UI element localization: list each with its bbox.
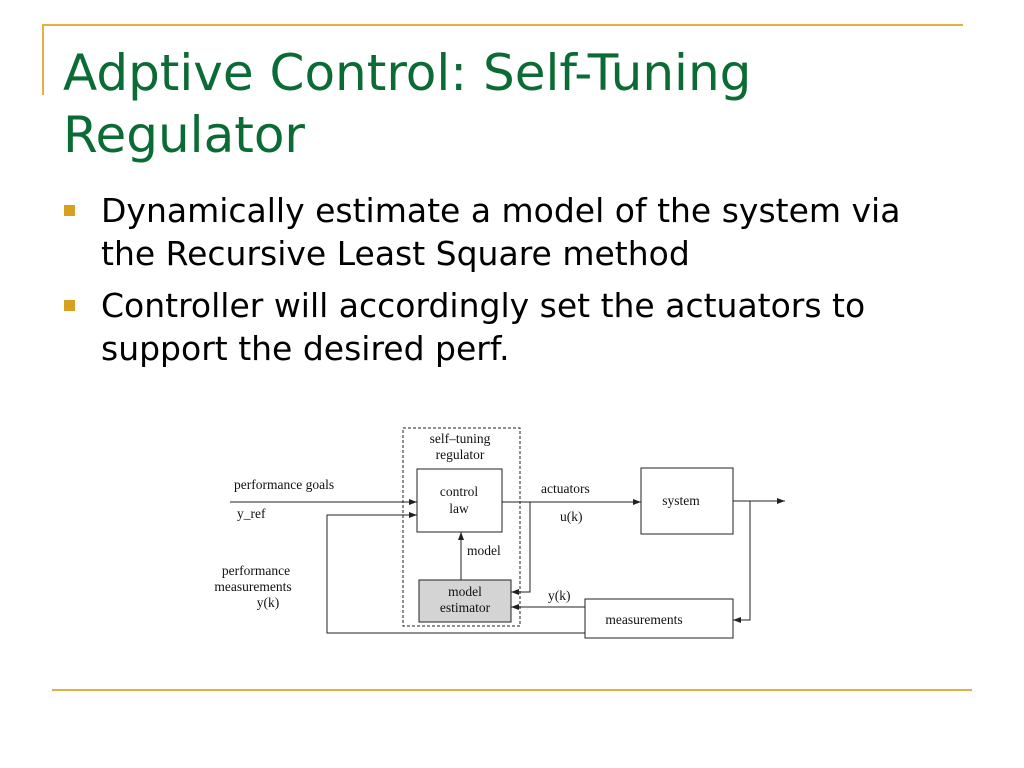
- bullet-text-line: the Recursive Least Square method: [101, 234, 690, 273]
- performance-feedback-arrow: [326, 512, 585, 634]
- performance-measurements-label-line-3: y(k): [257, 595, 280, 610]
- performance-measurements-label-line-1: performance: [222, 563, 290, 578]
- bottom-accent-rule: [52, 689, 972, 691]
- square-bullet-icon: [64, 300, 75, 311]
- system-label: system: [662, 493, 700, 508]
- measurements-label: measurements: [605, 612, 682, 627]
- title-line-1: Adptive Control: Self-Tuning: [63, 44, 752, 102]
- control-law-block: [416, 468, 503, 533]
- top-accent-rule: [42, 24, 963, 26]
- regulator-title-line-2: regulator: [436, 447, 485, 462]
- y-k-label: y(k): [548, 588, 571, 603]
- regulator-title-line-1: self–tuning: [430, 431, 491, 446]
- model-estimator-label-line-1: model: [448, 584, 482, 599]
- y-ref-label: y_ref: [237, 506, 266, 521]
- bullet-item: Controller will accordingly set the actu…: [64, 284, 964, 370]
- performance-goals-label: performance goals: [234, 477, 334, 492]
- actuator-tap-arrow: [511, 502, 531, 595]
- output-to-measurements-arrow: [733, 501, 751, 623]
- performance-measurements-label-line-2: measurements: [214, 579, 291, 594]
- square-bullet-icon: [64, 205, 75, 216]
- self-tuning-regulator-diagram: self–tuning regulator control law model …: [214, 427, 785, 639]
- regulator-boundary: [402, 427, 521, 627]
- bullet-text-line: support the desired perf.: [101, 329, 510, 368]
- slide-title: Adptive Control: Self-Tuning Regulator: [63, 42, 963, 166]
- model-estimator-block: [418, 579, 512, 623]
- model-signal-label: model: [467, 543, 501, 558]
- left-accent-rule: [42, 24, 44, 95]
- measurements-block: [584, 598, 734, 639]
- u-k-label: u(k): [560, 509, 583, 524]
- actuators-label: actuators: [541, 481, 590, 496]
- bullet-text-line: Controller will accordingly set the actu…: [101, 286, 866, 325]
- bullet-item: Dynamically estimate a model of the syst…: [64, 189, 964, 275]
- model-estimator-label-line-2: estimator: [440, 600, 491, 615]
- system-block: [640, 467, 734, 535]
- control-law-label-line-2: law: [449, 501, 469, 516]
- control-law-label-line-1: control: [440, 484, 478, 499]
- bullet-list: Dynamically estimate a model of the syst…: [64, 189, 964, 379]
- title-line-2: Regulator: [63, 106, 305, 164]
- bullet-text-line: Dynamically estimate a model of the syst…: [101, 191, 901, 230]
